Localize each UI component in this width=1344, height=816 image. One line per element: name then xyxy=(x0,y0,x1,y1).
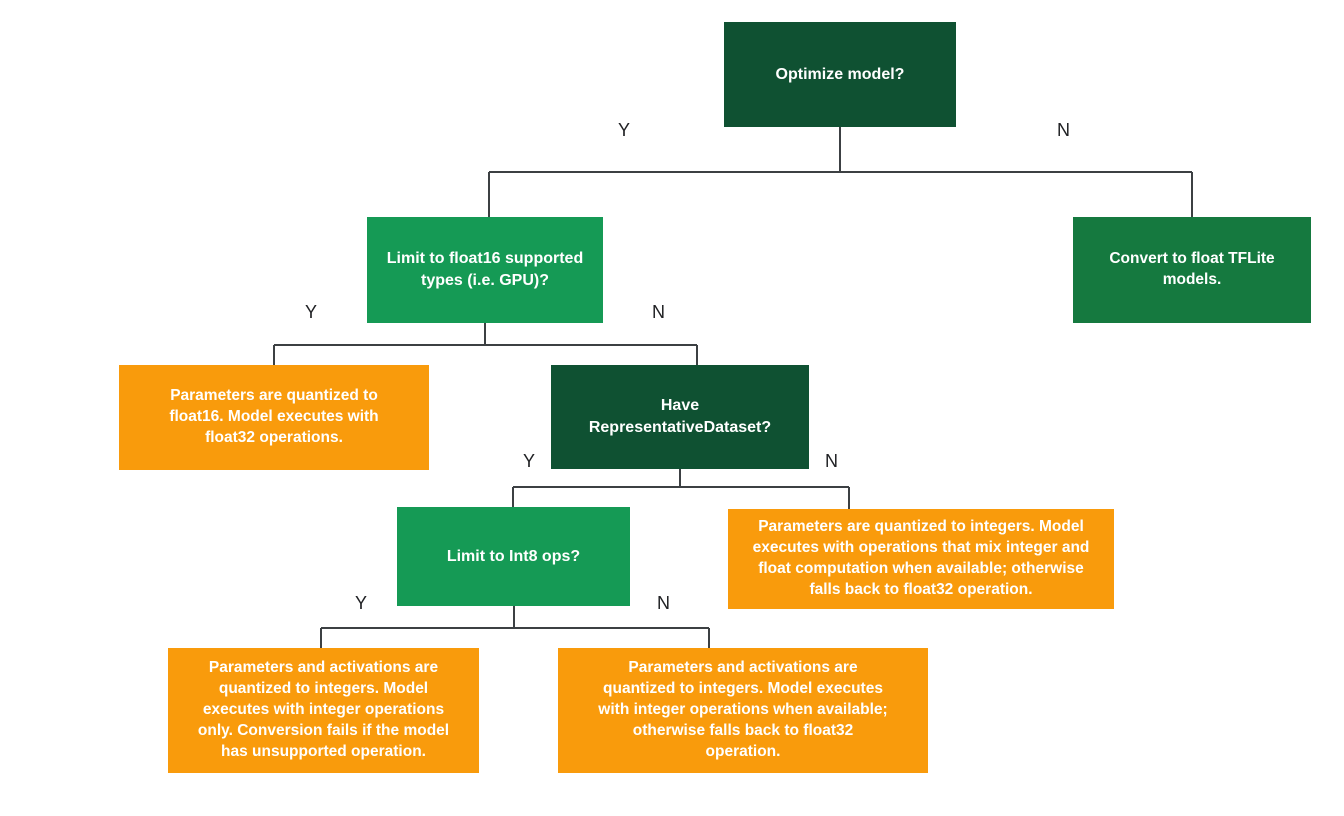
node-float16_result[interactable]: Parameters are quantized to float16. Mod… xyxy=(119,365,429,470)
edge-label-l4n: N xyxy=(657,593,670,613)
node-label-repdataset: Have RepresentativeDataset? xyxy=(588,397,772,436)
connector-e-int8-split xyxy=(320,606,710,648)
node-label-float16: Limit to float16 supported types (i.e. G… xyxy=(386,250,584,289)
node-label-dynamic_range: Parameters are quantized to integers. Mo… xyxy=(752,518,1090,598)
node-repdataset[interactable]: Have RepresentativeDataset? xyxy=(551,365,809,469)
edge-label-l1y: Y xyxy=(618,120,631,140)
edge-label-l4y: Y xyxy=(355,593,368,613)
edge-label-l3n: N xyxy=(825,451,838,471)
node-float16[interactable]: Limit to float16 supported types (i.e. G… xyxy=(367,217,603,323)
node-convert_float[interactable]: Convert to float TFLite models. xyxy=(1073,217,1311,323)
node-label-int_with_float_fallback: Parameters and activations are quantized… xyxy=(598,659,888,760)
node-dynamic_range[interactable]: Parameters are quantized to integers. Mo… xyxy=(728,509,1114,609)
node-label-float16_result: Parameters are quantized to float16. Mod… xyxy=(169,387,379,446)
node-full_int8[interactable]: Parameters and activations are quantized… xyxy=(168,648,479,773)
node-int_with_float_fallback[interactable]: Parameters and activations are quantized… xyxy=(558,648,928,773)
connector-e-float16-split xyxy=(273,323,698,365)
node-int8ops[interactable]: Limit to Int8 ops? xyxy=(397,507,630,606)
node-optimize[interactable]: Optimize model? xyxy=(724,22,956,127)
edge-label-l2y: Y xyxy=(305,302,318,322)
node-label-int8ops: Limit to Int8 ops? xyxy=(446,547,581,565)
node-label-optimize: Optimize model? xyxy=(775,65,905,83)
connector-e-optimize-split xyxy=(488,127,1193,217)
edge-label-l1n: N xyxy=(1057,120,1070,140)
connector-e-repdataset-split xyxy=(512,469,850,509)
edge-label-l3y: Y xyxy=(523,451,536,471)
edge-label-l2n: N xyxy=(652,302,665,322)
node-label-convert_float: Convert to float TFLite models. xyxy=(1109,250,1275,288)
node-label-full_int8: Parameters and activations are quantized… xyxy=(197,659,450,760)
